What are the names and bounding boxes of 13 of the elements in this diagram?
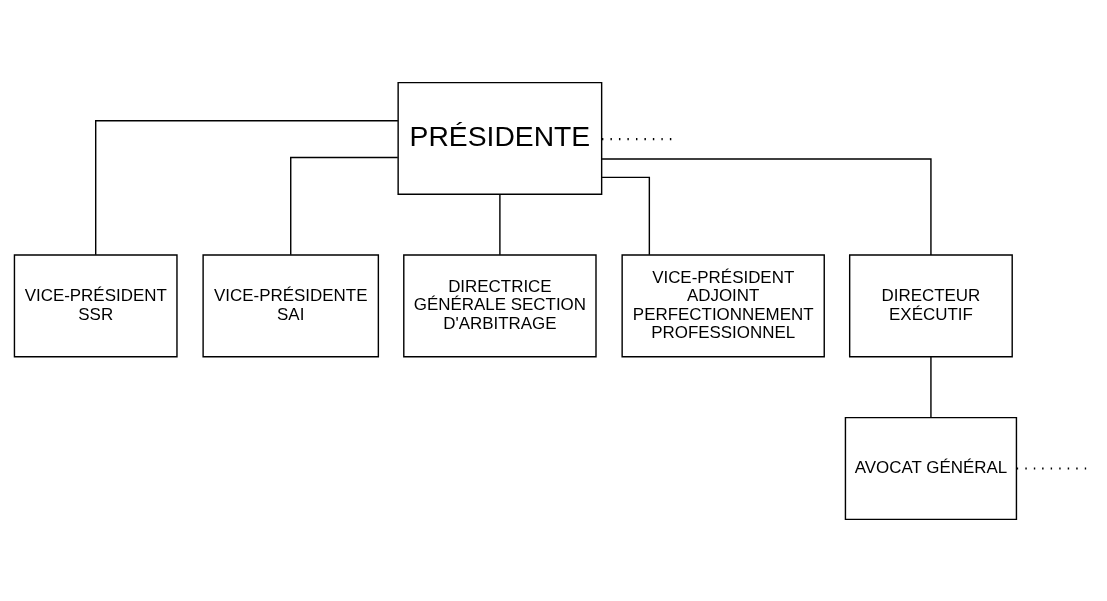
connector: [930, 355, 932, 418]
node-box: VICE-PRÉSIDENT ADJOINT PERFECTIONNEMENT PROFESSIONNEL: [621, 253, 825, 358]
connector: [95, 119, 399, 256]
connector: [290, 156, 399, 256]
connector: [601, 157, 932, 256]
node-box: AVOCAT GÉNÉRAL: [844, 416, 1018, 520]
node-box: DIRECTRICE GÉNÉRALE SECTION D'ARBITRAGE: [403, 253, 597, 358]
node-box: VICE-PRÉSIDENT SSR: [13, 253, 178, 358]
node-box: VICE-PRÉSIDENTE SAI: [202, 253, 380, 358]
connector: [601, 176, 651, 255]
node-box: DIRECTEUR EXÉCUTIF: [848, 253, 1013, 358]
node-box: PRÉSIDENTE: [397, 81, 603, 195]
connector: [499, 193, 501, 255]
